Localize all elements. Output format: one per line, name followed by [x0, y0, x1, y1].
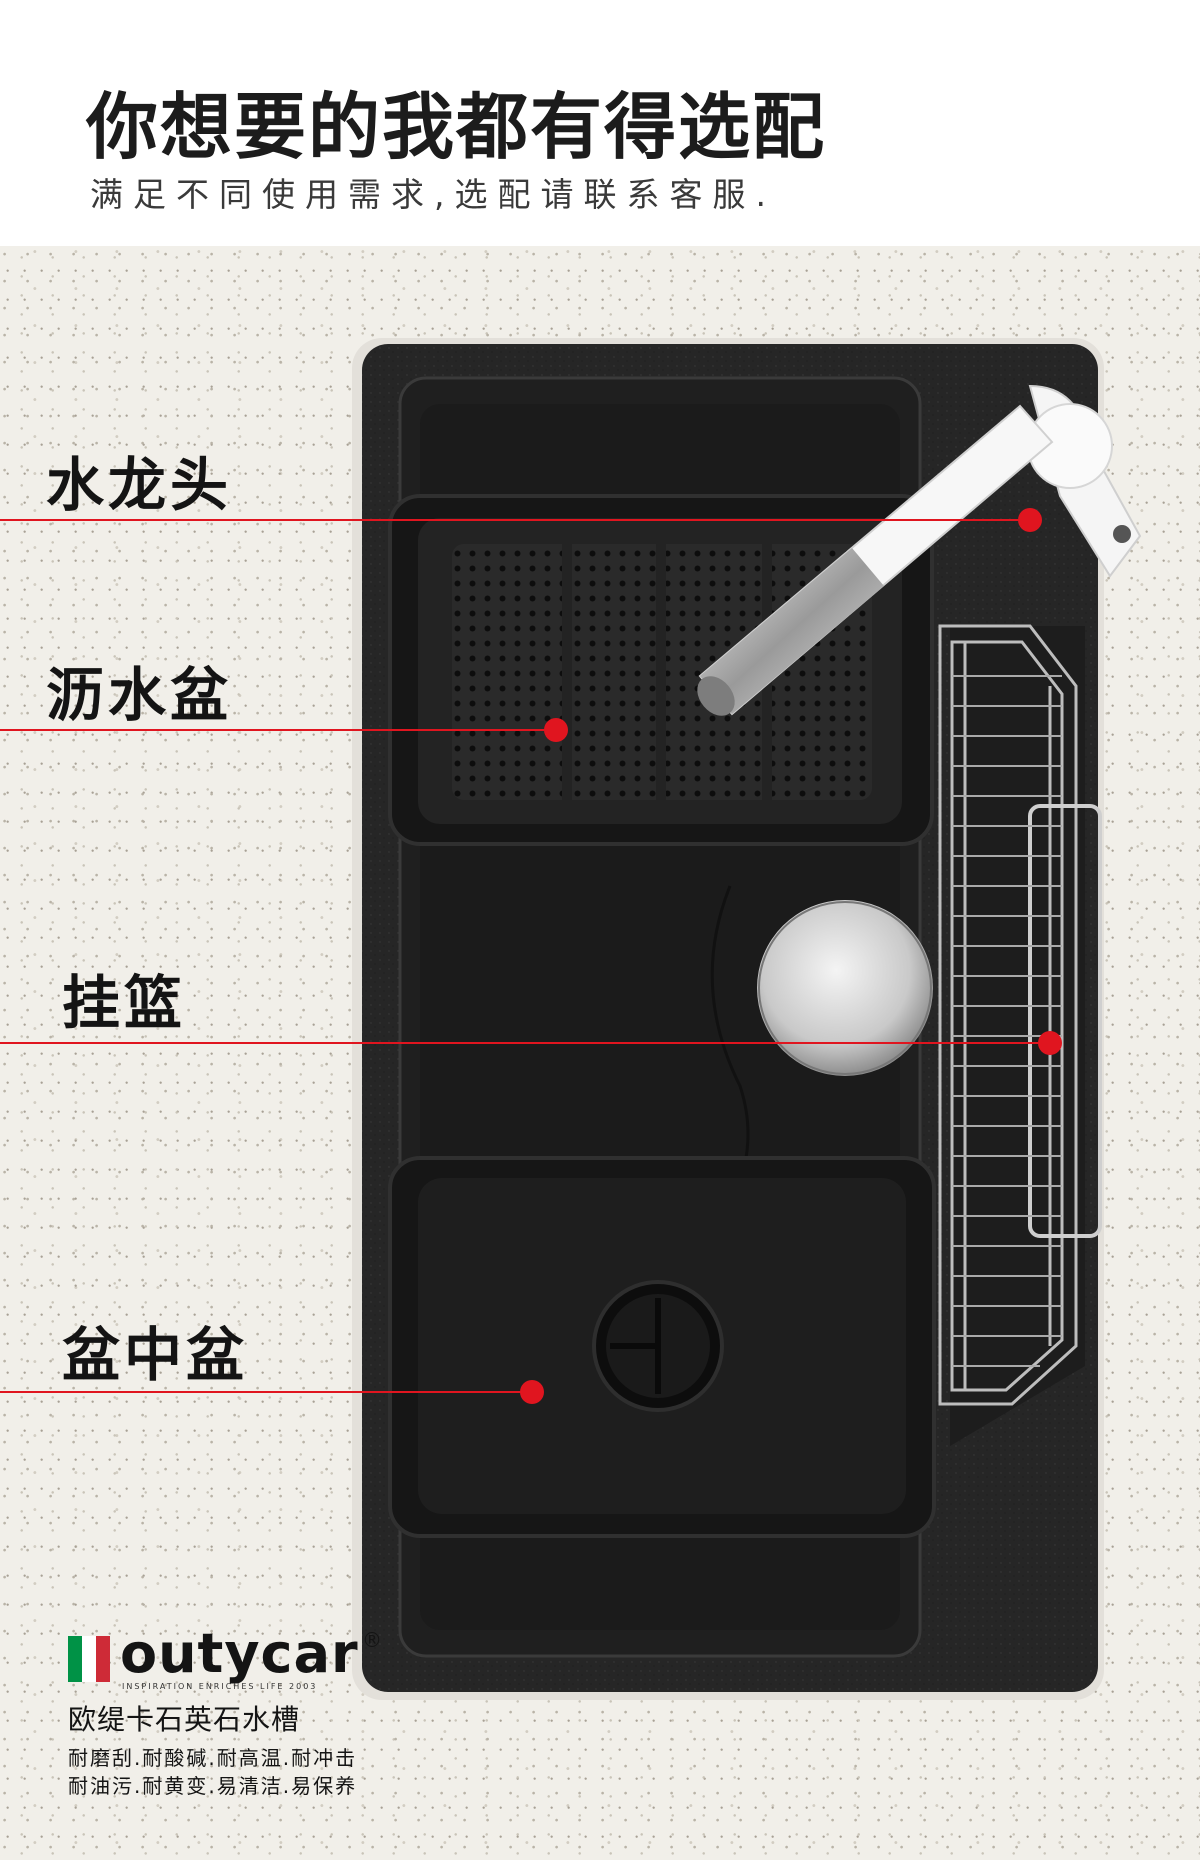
brand-tagline: INSPIRATION ENRICHES LIFE 2003 [122, 1682, 318, 1691]
header: 你想要的我都有得选配 满足不同使用需求,选配请联系客服. [0, 0, 1200, 246]
italy-flag-icon [68, 1636, 110, 1682]
callout-inner-basin [0, 1380, 544, 1404]
feature-line-1: 耐磨刮.耐酸碱.耐高温.耐冲击 [68, 1746, 358, 1770]
callout-hanging-basket [0, 1031, 1062, 1055]
callout-label-inner-basin: 盆中盆 [62, 1321, 249, 1389]
page-title: 你想要的我都有得选配 [86, 85, 827, 169]
brand-name: outycar [120, 1622, 359, 1685]
callout-label-faucet: 水龙头 [46, 451, 233, 519]
sink-illustration [0, 338, 1142, 1700]
product-photo: 水龙头 沥水盆 挂篮 盆中盆 [0, 246, 1200, 1860]
callout-drain-basket [0, 718, 568, 742]
steel-disc [757, 900, 933, 1076]
feature-line-2: 耐油污.耐黄变.易清洁.易保养 [68, 1774, 358, 1798]
registered-mark: ® [362, 1628, 382, 1652]
inner-basin [388, 1156, 936, 1538]
callout-faucet [0, 508, 1042, 532]
page-subtitle: 满足不同使用需求,选配请联系客服. [90, 175, 776, 214]
hanging-basket [938, 624, 1102, 1406]
callout-label-drain-basket: 沥水盆 [46, 661, 233, 729]
callout-label-hanging-basket: 挂篮 [62, 969, 187, 1037]
product-name: 欧缇卡石英石水槽 [68, 1703, 301, 1736]
faucet [697, 384, 1142, 716]
